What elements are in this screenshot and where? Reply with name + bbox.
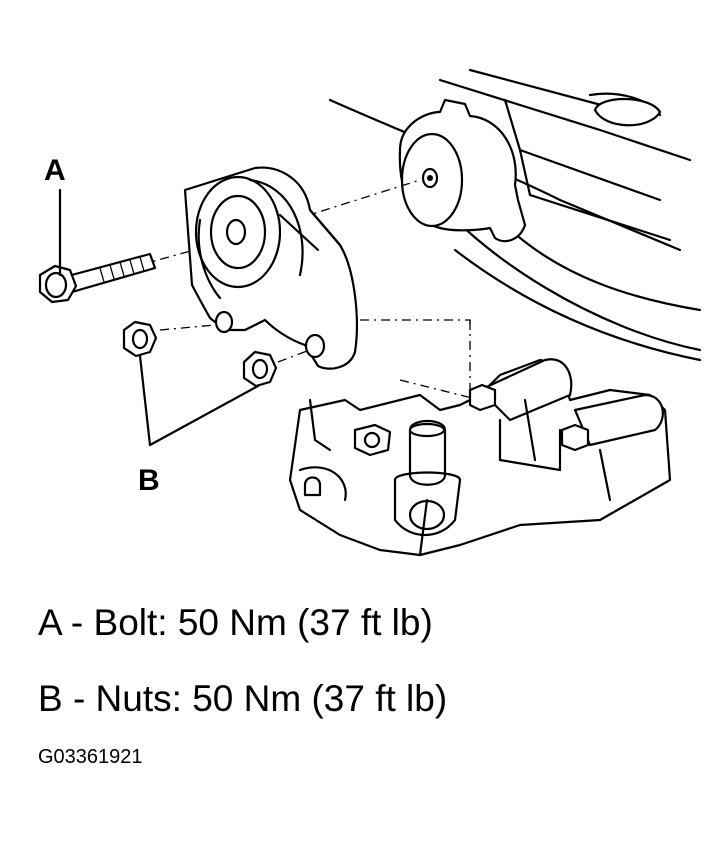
engine-mount-diagram — [38, 68, 702, 557]
bolt-a — [38, 188, 157, 304]
legend-bolt-torque: A - Bolt: 50 Nm (37 ft lb) — [38, 602, 433, 643]
nuts-b — [122, 320, 278, 447]
legend-nuts-torque: B - Nuts: 50 Nm (37 ft lb) — [38, 678, 448, 719]
alignment-lines — [139, 179, 481, 401]
callout-b-label: B — [138, 464, 160, 497]
engine-block-lower — [288, 358, 672, 557]
callout-a-label: A — [44, 154, 66, 187]
rubber-mount — [398, 98, 527, 243]
mount-bracket — [183, 166, 358, 370]
figure-id: G03361921 — [38, 746, 143, 768]
